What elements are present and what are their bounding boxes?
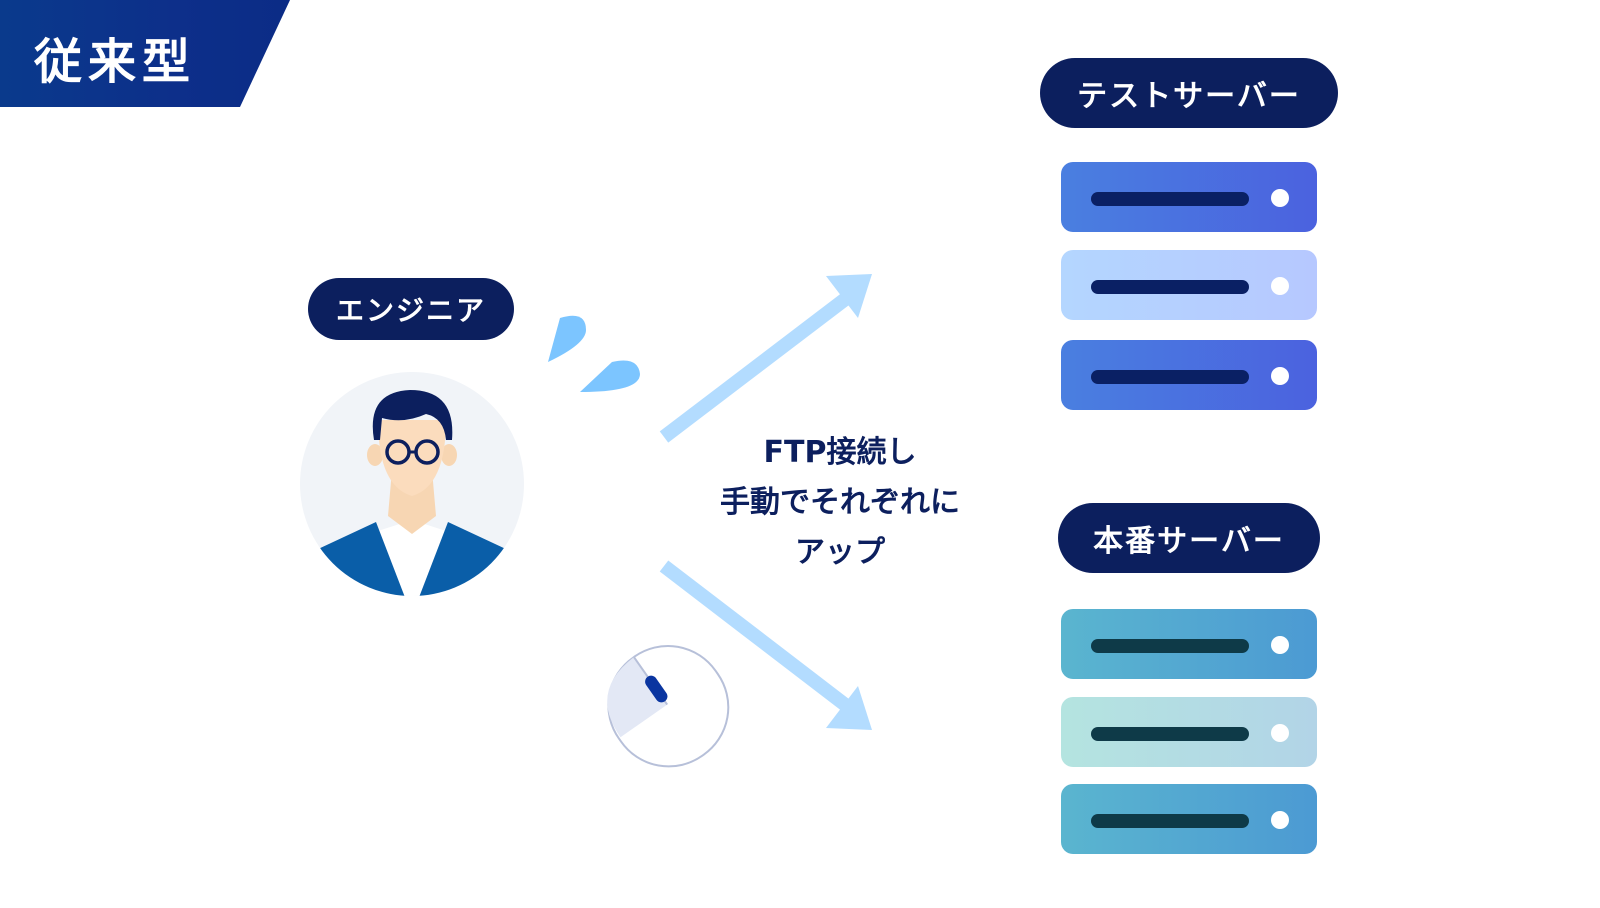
arrow-up-right-icon <box>659 274 872 443</box>
test-server-label: テストサーバー <box>1040 58 1338 128</box>
caption-line-2: 手動でそれぞれに <box>720 485 960 520</box>
test-server-unit-3 <box>1061 340 1317 410</box>
server-led-icon <box>1271 636 1289 654</box>
server-bar <box>1091 727 1249 741</box>
page-title: 従来型 <box>34 34 197 90</box>
computer-mouse-icon <box>607 645 730 768</box>
server-bar <box>1091 639 1249 653</box>
engineer-label: エンジニア <box>308 278 514 340</box>
prod-server-unit-3 <box>1061 784 1317 854</box>
prod-server-label: 本番サーバー <box>1058 503 1320 573</box>
server-led-icon <box>1271 811 1289 829</box>
server-bar <box>1091 814 1249 828</box>
prod-server-unit-1 <box>1061 609 1317 679</box>
server-led-icon <box>1271 277 1289 295</box>
server-bar <box>1091 280 1249 294</box>
test-server-unit-1 <box>1061 162 1317 232</box>
arrow-down-right-icon <box>659 560 872 730</box>
server-bar <box>1091 192 1249 206</box>
server-led-icon <box>1271 724 1289 742</box>
server-led-icon <box>1271 367 1289 385</box>
caption-line-3: アップ <box>795 535 885 570</box>
caption-line-1: FTP接続し <box>763 435 917 470</box>
process-caption: FTP接続し 手動でそれぞれに アップ <box>690 428 990 578</box>
server-led-icon <box>1271 189 1289 207</box>
server-bar <box>1091 370 1249 384</box>
test-server-unit-2 <box>1061 250 1317 320</box>
sweat-drop-icon <box>580 360 640 392</box>
person-avatar-icon <box>300 372 524 596</box>
sweat-drop-icon <box>548 315 586 362</box>
prod-server-unit-2 <box>1061 697 1317 767</box>
corner-banner <box>0 0 290 107</box>
